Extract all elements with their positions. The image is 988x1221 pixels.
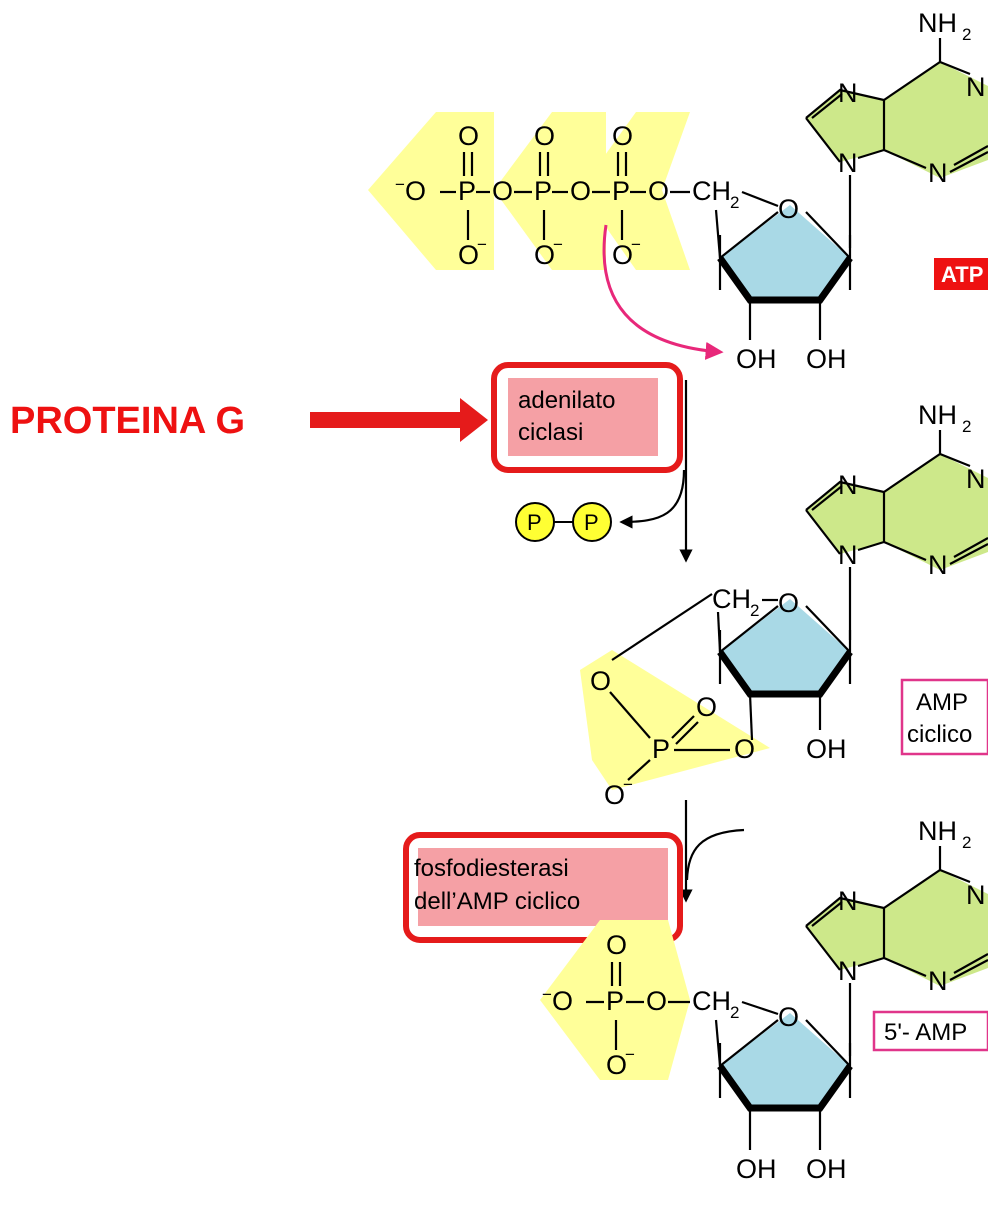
svg-text:P: P xyxy=(458,176,476,206)
svg-text:P: P xyxy=(527,510,542,535)
svg-text:N: N xyxy=(928,966,948,996)
dell-amp-ciclico-label: dell’AMP ciclico xyxy=(414,888,580,915)
ribose-ring-1 xyxy=(720,205,850,300)
svg-text:O: O xyxy=(734,734,755,764)
svg-text:O: O xyxy=(612,240,633,270)
svg-text:2: 2 xyxy=(962,25,971,44)
svg-text:O: O xyxy=(534,121,555,151)
pyrophosphate: P P xyxy=(515,502,612,542)
svg-text:−O: −O xyxy=(542,985,573,1016)
svg-text:N: N xyxy=(838,78,858,108)
svg-text:−O: −O xyxy=(395,175,426,206)
proteina-g-label: PROTEINA G xyxy=(10,400,245,442)
five-amp-label: 5'- AMP xyxy=(884,1019,967,1046)
svg-text:OH: OH xyxy=(736,344,777,374)
svg-text:O: O xyxy=(492,176,513,206)
svg-text:O: O xyxy=(778,588,799,618)
svg-text:N: N xyxy=(966,880,986,910)
svg-text:P: P xyxy=(584,510,599,535)
svg-text:N: N xyxy=(838,540,858,570)
svg-text:2: 2 xyxy=(730,193,739,212)
svg-text:2: 2 xyxy=(962,833,971,852)
svg-text:N: N xyxy=(838,886,858,916)
water-arrow xyxy=(685,828,745,881)
svg-text:CH: CH xyxy=(712,584,751,614)
svg-text:O: O xyxy=(612,121,633,151)
svg-text:OH: OH xyxy=(736,1154,777,1184)
phosphate-shape-2 xyxy=(494,112,606,270)
svg-text:O: O xyxy=(604,780,625,810)
five-amp-box xyxy=(872,1010,988,1052)
adenine-ring-2 xyxy=(884,62,988,178)
svg-text:−: − xyxy=(631,235,641,254)
svg-text:O: O xyxy=(606,930,627,960)
svg-text:O: O xyxy=(778,1002,799,1032)
svg-text:N: N xyxy=(966,72,986,102)
atp-label: ATP xyxy=(941,262,983,287)
svg-text:O: O xyxy=(606,1050,627,1080)
svg-text:NH: NH xyxy=(918,8,957,38)
ciclasi-label: ciclasi xyxy=(518,419,583,446)
svg-text:O: O xyxy=(590,666,611,696)
svg-text:N: N xyxy=(928,158,948,188)
svg-text:OH: OH xyxy=(806,734,847,764)
fosfodiesterasi-label: fosfodiesterasi xyxy=(414,855,569,882)
svg-text:P: P xyxy=(612,176,630,206)
svg-text:CH: CH xyxy=(692,176,731,206)
proteina-g-arrow xyxy=(310,398,488,442)
svg-text:O: O xyxy=(534,240,555,270)
svg-text:O: O xyxy=(778,194,799,224)
svg-text:P: P xyxy=(606,986,624,1016)
phosphate-shape-1 xyxy=(368,112,494,270)
svg-text:NH: NH xyxy=(918,816,957,846)
svg-text:N: N xyxy=(838,956,858,986)
svg-text:O: O xyxy=(648,176,669,206)
svg-text:2: 2 xyxy=(750,601,759,620)
phosphate-shape-4 xyxy=(540,920,690,1080)
svg-text:O: O xyxy=(458,240,479,270)
svg-text:CH: CH xyxy=(692,986,731,1016)
svg-text:P: P xyxy=(652,734,670,764)
ciclico-label: ciclico xyxy=(907,721,972,748)
svg-text:2: 2 xyxy=(962,417,971,436)
svg-text:−: − xyxy=(625,1045,635,1064)
pyrophosphate-cleavage-arrow xyxy=(602,224,724,360)
svg-text:−: − xyxy=(477,235,487,254)
svg-text:OH: OH xyxy=(806,1154,847,1184)
svg-text:NH: NH xyxy=(918,400,957,430)
svg-text:P: P xyxy=(534,176,552,206)
svg-text:−: − xyxy=(623,775,633,794)
svg-text:O: O xyxy=(696,692,717,722)
svg-text:OH: OH xyxy=(806,344,847,374)
svg-text:2: 2 xyxy=(730,1003,739,1022)
svg-text:N: N xyxy=(838,470,858,500)
atp-badge xyxy=(934,258,988,290)
svg-text:O: O xyxy=(458,121,479,151)
amp-ciclico-box xyxy=(900,678,988,756)
svg-text:O: O xyxy=(646,986,667,1016)
pp-release-arrow xyxy=(619,469,686,529)
svg-text:O: O xyxy=(570,176,591,206)
amp-label: AMP xyxy=(916,689,968,716)
adenilato-label: adenilato xyxy=(518,387,615,414)
svg-text:N: N xyxy=(928,550,948,580)
svg-text:−: − xyxy=(553,235,563,254)
svg-text:N: N xyxy=(838,148,858,178)
svg-text:N: N xyxy=(966,464,986,494)
